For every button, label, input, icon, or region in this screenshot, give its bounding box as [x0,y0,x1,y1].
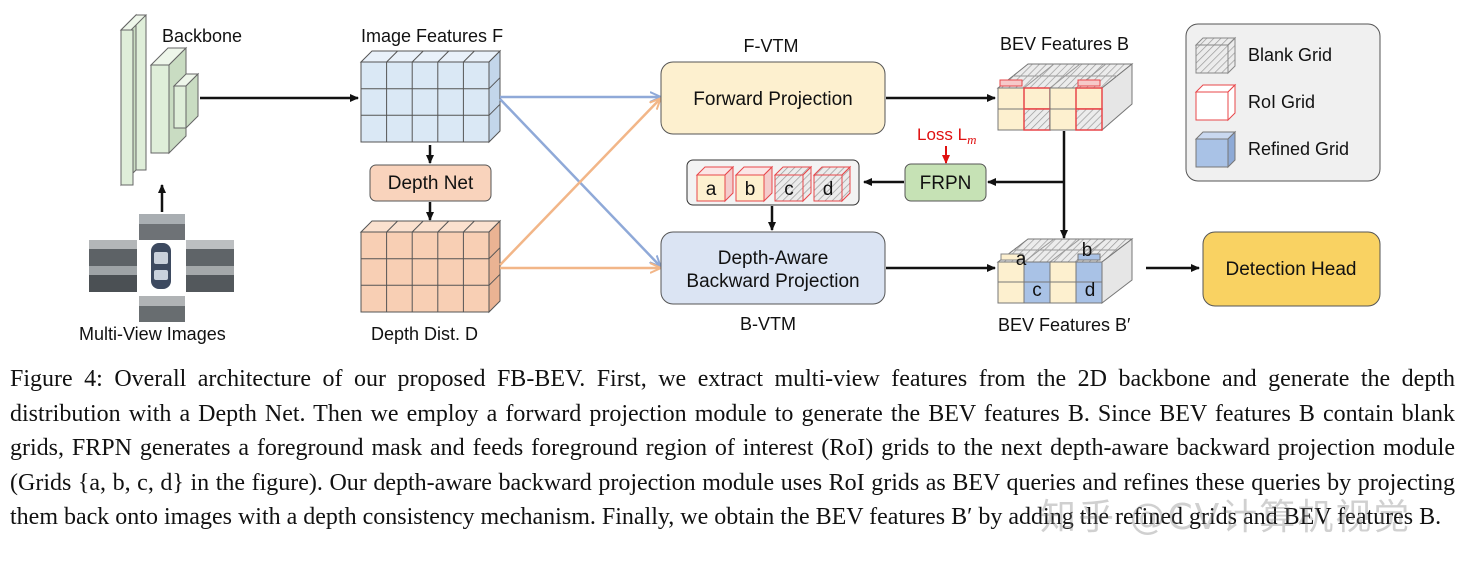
bev-features-prime-label: BEV Features B′ [998,315,1131,335]
bev-features-bprime-grid [996,237,1134,305]
fvtm-label: F-VTM [744,36,799,56]
roi-cell-a-label: a [706,179,717,200]
backbone-block [119,13,200,187]
forward-projection-label: Forward Projection [693,89,852,110]
roi-cell-c-label: c [784,179,794,200]
backbone-label: Backbone [162,26,242,46]
depth-dist-label: Depth Dist. D [371,324,478,344]
legend-blank-label: Blank Grid [1248,45,1332,65]
bvtm-label: B-VTM [740,314,796,334]
backward-projection-box [660,231,886,305]
bev-features-b-grid [996,62,1134,132]
legend-refined-swatch [1194,130,1237,169]
backward-projection-label-line2: Backward Projection [686,271,859,292]
backward-projection-label-line1: Depth-Aware [718,248,829,269]
bevprime-cell-c-label: c [1032,280,1042,301]
arrow-depth-to-forward [499,99,660,266]
roi-cell-c [773,165,813,203]
multi-view-images-label: Multi-View Images [79,324,226,344]
figure-caption: Figure 4: Overall architecture of our pr… [10,362,1455,535]
detection-head-label: Detection Head [1226,259,1357,280]
legend-blank-swatch [1194,36,1237,75]
watermark: 知乎 @CV计算机视觉 [1040,497,1412,538]
roi-cell-b-label: b [745,179,756,200]
roi-cell-d [812,165,852,203]
image-features-label: Image Features F [361,26,503,46]
depth-net-label: Depth Net [388,173,474,194]
frpn-label: FRPN [920,173,972,194]
legend-roi-label: RoI Grid [1248,92,1315,112]
roi-cell-d-label: d [823,179,834,200]
legend-refined-label: Refined Grid [1248,139,1349,159]
roi-cell-b [734,165,774,203]
image-features-block [359,49,502,144]
bev-features-label: BEV Features B [1000,34,1129,54]
detection-head-box [1202,231,1381,307]
roi-cell-a [695,165,735,203]
frpn-box [904,163,987,202]
caption-text: Figure 4: Overall architecture of our pr… [10,366,1455,530]
architecture-diagram: Backbone Multi-View Images [79,13,1381,344]
bevprime-cell-d-label: d [1085,280,1096,301]
depth-distribution-block [359,219,502,314]
multi-view-images [89,214,234,322]
legend-roi-swatch [1194,83,1237,122]
loss-label: Loss Lm [917,125,976,147]
depth-net-box [369,164,492,202]
bevprime-cell-b-label: b [1082,240,1093,261]
bevprime-cell-a-label: a [1016,249,1027,270]
forward-projection-box [660,61,886,135]
